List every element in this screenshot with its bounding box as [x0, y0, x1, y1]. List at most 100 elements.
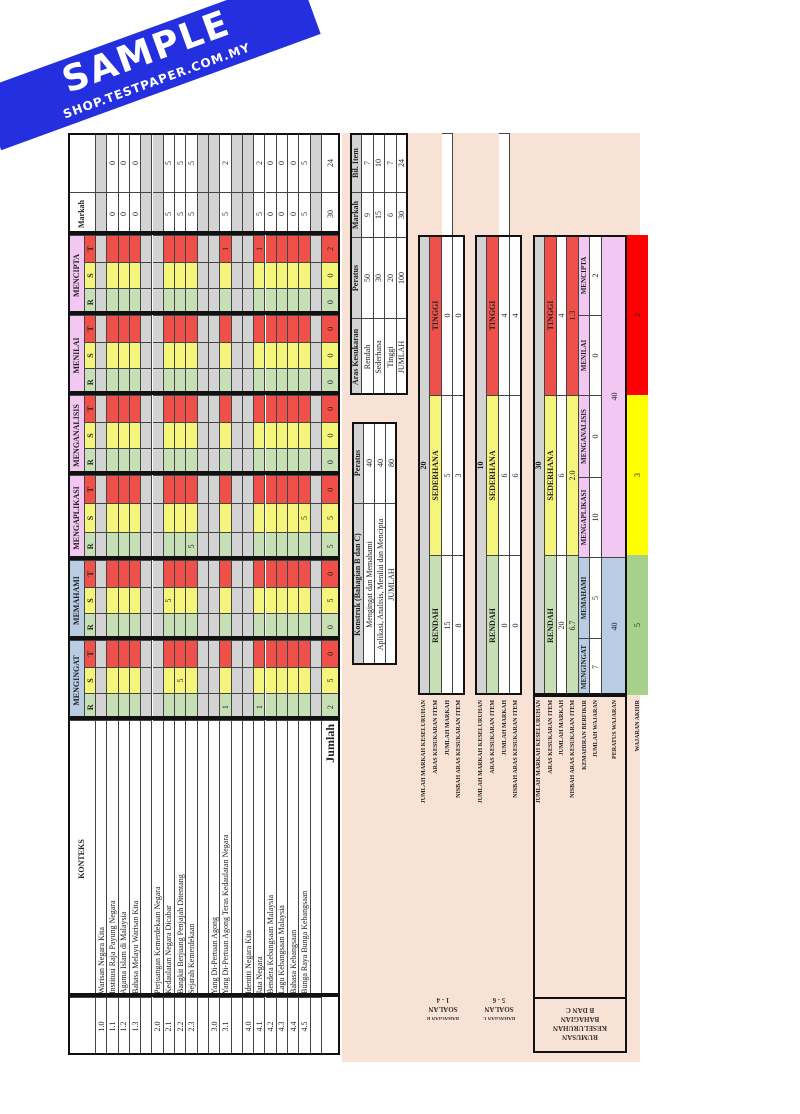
- score-cell: [129, 693, 142, 720]
- jumlah-label: Jumlah: [322, 720, 340, 1055]
- difficulty-level: SEDERHANA: [487, 395, 499, 555]
- score-cell: [129, 235, 142, 262]
- difficulty-level: TINGGI: [487, 235, 499, 395]
- row-konteks: Bahasa Melayu Warisan Kita: [129, 720, 142, 997]
- score-cell: [231, 560, 243, 587]
- score-cell: [242, 288, 255, 315]
- jumlah-cell: 0: [322, 640, 340, 667]
- score-cell: [118, 640, 130, 667]
- row-number: 3.0: [209, 997, 221, 1055]
- markah-cell: 5: [299, 192, 311, 235]
- row-number: [310, 997, 322, 1055]
- konstruk-cell: 40: [364, 422, 375, 503]
- row-konteks: Bunga Raya Bunga Kebangsaan: [299, 720, 311, 997]
- score-cell: [288, 475, 300, 504]
- score-cell: [152, 315, 164, 342]
- score-cell: [310, 288, 322, 315]
- score-cell: [152, 693, 164, 720]
- row-number: [141, 997, 153, 1055]
- score-cell: [276, 235, 289, 262]
- score-cell: [310, 613, 322, 640]
- score-cell: [254, 448, 266, 475]
- jumlah-markah-cell: 5: [442, 395, 453, 555]
- score-cell: [175, 586, 187, 614]
- score-cell: [152, 531, 164, 560]
- score-cell: [209, 693, 221, 720]
- score-cell: [107, 395, 119, 422]
- bil-item-cell: 5: [163, 133, 176, 192]
- score-cell: [254, 421, 266, 449]
- level-header: S: [85, 261, 96, 289]
- score-cell: [141, 613, 153, 640]
- bil-item-cell: [310, 133, 322, 192]
- markah-cell: 0: [107, 192, 119, 235]
- score-cell: [209, 666, 221, 694]
- aras-cell: 7: [362, 133, 374, 192]
- score-cell: [107, 503, 119, 532]
- row-number: 1.2: [118, 997, 130, 1055]
- bil-item-cell: [209, 133, 221, 192]
- score-cell: [299, 586, 311, 614]
- score-cell: [276, 421, 289, 449]
- difficulty-level: TINGGI: [545, 235, 557, 395]
- score-cell: [276, 395, 289, 422]
- bil-item-cell: 0: [107, 133, 119, 192]
- score-cell: [310, 341, 322, 369]
- markah-cell: [141, 192, 153, 235]
- score-cell: [310, 640, 322, 667]
- score-cell: [129, 503, 142, 532]
- score-cell: [107, 693, 119, 720]
- score-cell: [175, 613, 187, 640]
- score-cell: [242, 395, 255, 422]
- score-cell: [276, 693, 289, 720]
- row-number: 4.2: [265, 997, 277, 1055]
- jumlah-cell: 5: [322, 666, 340, 694]
- score-cell: [276, 315, 289, 342]
- bil-item-cell: 5: [175, 133, 187, 192]
- row-konteks: Warisan Negara Kita: [96, 720, 108, 997]
- level-header: T: [85, 395, 96, 422]
- score-cell: [209, 288, 221, 315]
- jumlah-cell: 0: [322, 341, 340, 369]
- score-cell: [118, 261, 130, 289]
- row-label: JUMLAH MARKAH KESELURUHAN: [536, 700, 542, 804]
- score-cell: [220, 640, 232, 667]
- score-cell: [175, 421, 187, 449]
- score-cell: [276, 261, 289, 289]
- score-cell: [265, 261, 277, 289]
- score-cell: [288, 666, 300, 694]
- score-cell: [265, 395, 277, 422]
- bil-item-cell: 0: [129, 133, 142, 192]
- bil-item-cell: [96, 133, 108, 192]
- score-cell: [129, 288, 142, 315]
- score-cell: [129, 448, 142, 475]
- bil-item-cell: 5: [186, 133, 198, 192]
- row-konteks: [197, 720, 209, 997]
- peratus-wajaran-cell: 40: [602, 235, 627, 557]
- score-cell: [288, 693, 300, 720]
- score-cell: [186, 315, 198, 342]
- total-marks: 10: [475, 235, 487, 695]
- score-cell: [129, 613, 142, 640]
- total-marks: 30: [533, 235, 545, 695]
- score-cell: [288, 315, 300, 342]
- score-cell: [107, 368, 119, 395]
- score-cell: [186, 235, 198, 262]
- bil-item-cell: 2: [254, 133, 266, 192]
- row-label: NISBAH ARAS KESUKARAN ITEM: [570, 700, 576, 798]
- score-cell: [163, 666, 176, 694]
- score-cell: [209, 586, 221, 614]
- bil-item-cell: 0: [118, 133, 130, 192]
- score-cell: [152, 368, 164, 395]
- row-label: PERATUS WAJARAN: [611, 700, 618, 759]
- score-cell: [141, 560, 153, 587]
- score-cell: [107, 531, 119, 560]
- nisbah-cell: 6.7: [567, 555, 579, 695]
- kemahiran-cell: MENGAPLIKASI: [579, 477, 590, 557]
- jumlah-cell: 2: [322, 235, 340, 262]
- score-cell: [288, 341, 300, 369]
- markah-cell: [310, 192, 322, 235]
- nisbah-cell: 3: [453, 395, 465, 555]
- score-cell: [254, 560, 266, 587]
- score-cell: [141, 693, 153, 720]
